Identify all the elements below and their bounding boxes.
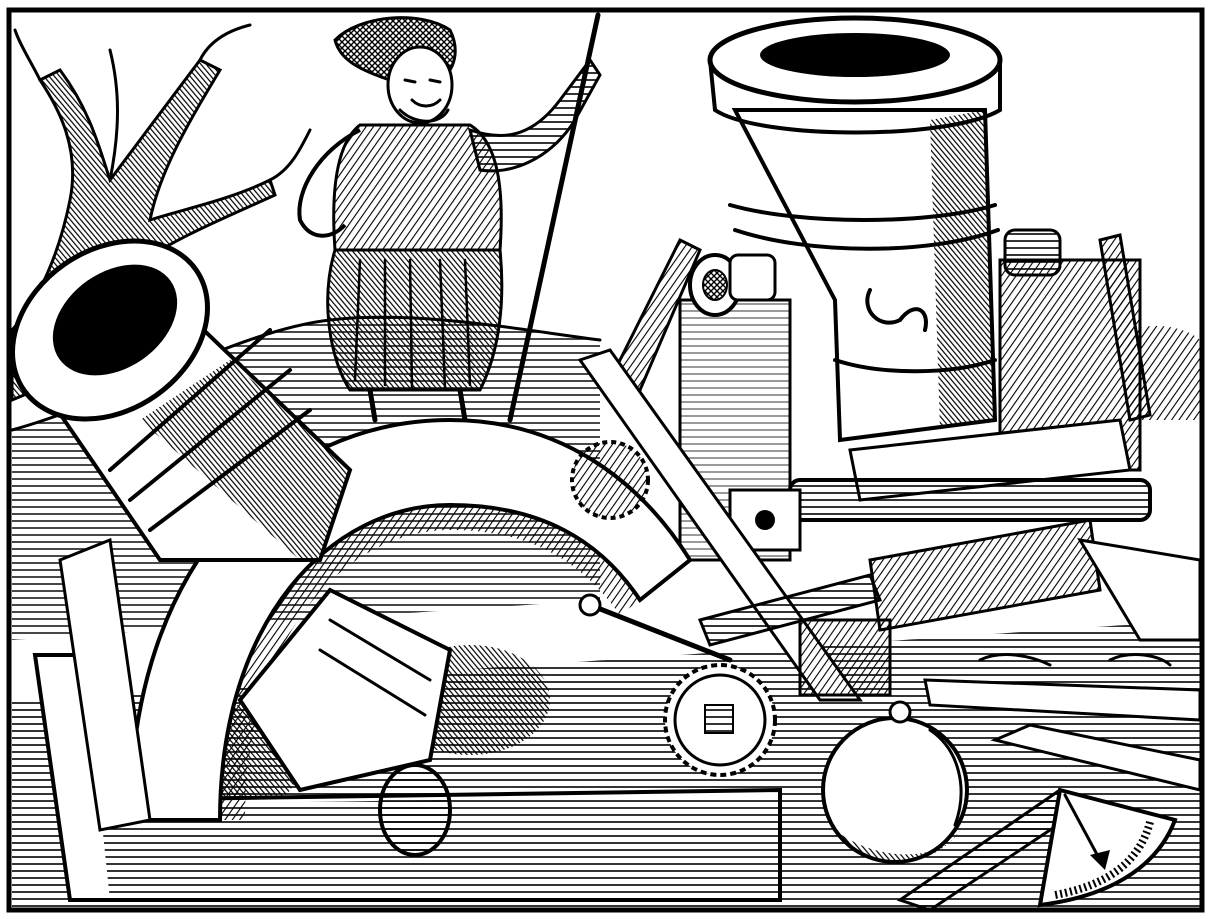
gunner-quadrant — [1037, 787, 1178, 908]
tilted-mortar — [10, 238, 782, 902]
soldier-with-halberd — [297, 12, 602, 423]
wooden-beams — [896, 653, 1202, 912]
cannonball — [821, 700, 969, 864]
axle-mechanism — [728, 418, 1202, 642]
gear-wheels — [570, 440, 777, 777]
lever-beam — [577, 348, 892, 702]
